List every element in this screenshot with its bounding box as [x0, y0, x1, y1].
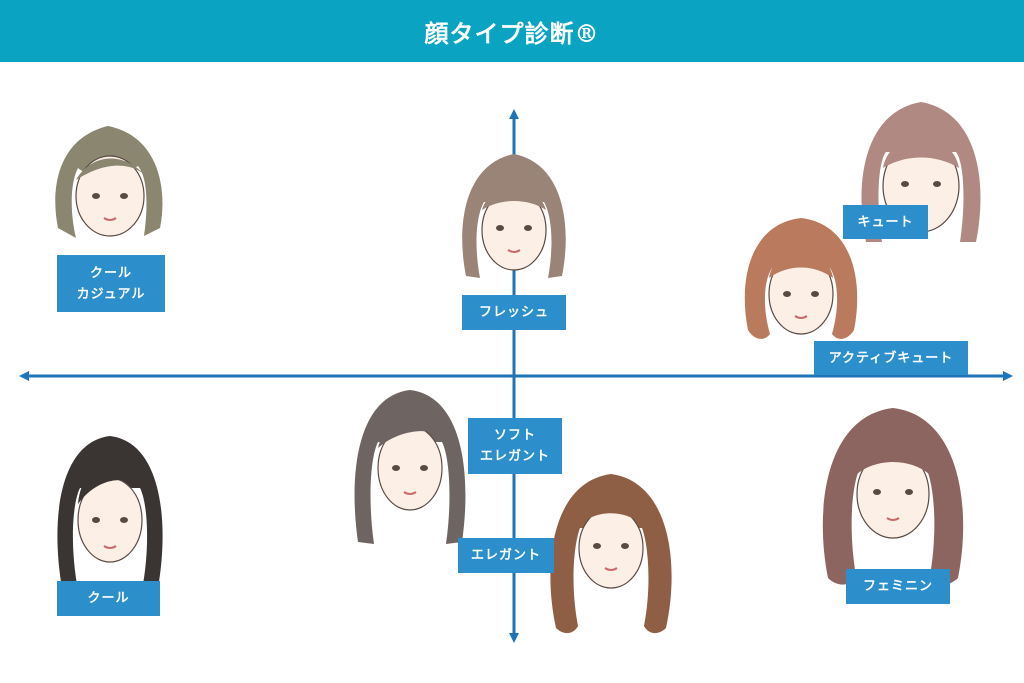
label-cute-text: キュート — [857, 214, 914, 230]
label-cool-casual-line1: クール — [89, 265, 132, 281]
soft-elegant-face-illustration — [354, 390, 466, 544]
elegant-face-illustration — [550, 474, 672, 634]
label-active-cute: アクティブキュート — [814, 341, 968, 375]
feminine-face-illustration — [822, 408, 964, 585]
label-active-cute-text: アクティブキュート — [828, 350, 954, 366]
label-cute: キュート — [843, 205, 928, 239]
label-elegant-text: エレガント — [470, 548, 541, 563]
label-feminine-text: フェミニン — [862, 579, 933, 594]
label-soft-elegant: ソフト エレガント — [468, 418, 562, 474]
label-cool-casual: クール カジュアル — [57, 255, 165, 312]
label-cool: クール — [57, 581, 160, 616]
label-elegant: エレガント — [458, 538, 554, 573]
label-soft-elegant-line2: エレガント — [479, 449, 550, 464]
page-title: 顔タイプ診断® — [424, 18, 600, 48]
label-cool-text: クール — [87, 591, 130, 606]
fresh-face-illustration — [462, 154, 566, 278]
cool-casual-face-illustration — [55, 126, 163, 238]
label-cool-casual-line2: カジュアル — [76, 286, 146, 302]
label-feminine: フェミニン — [846, 569, 950, 604]
label-soft-elegant-line1: ソフト — [493, 428, 536, 443]
label-fresh-text: フレッシュ — [478, 305, 549, 320]
active-cute-face-illustration — [744, 218, 858, 339]
label-fresh: フレッシュ — [462, 295, 566, 330]
cool-face-illustration — [57, 436, 163, 590]
header-bar: 顔タイプ診断® — [0, 0, 1024, 62]
